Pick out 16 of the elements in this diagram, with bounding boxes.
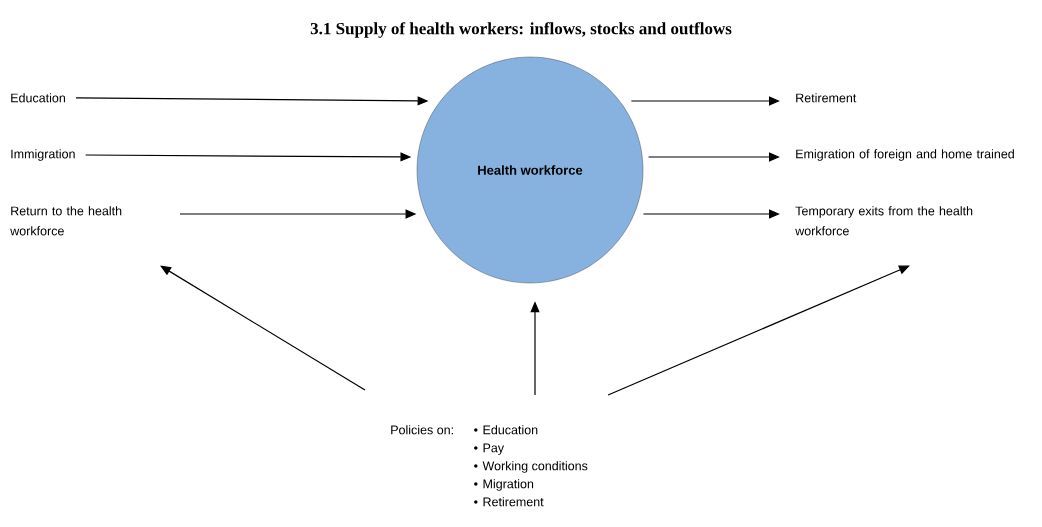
- flow-label: Retirement: [796, 93, 857, 103]
- flow-label: Emigration of foreign and home trained: [796, 149, 1014, 161]
- policy-list: Policies on: Education Pay Working conditions Migration Retirement: [391, 425, 588, 507]
- arrow: [607, 265, 910, 396]
- node-label: Policies on:: [391, 425, 453, 435]
- flow-label: Return to the health workforce: [10, 206, 122, 236]
- node-label: Migration: [483, 479, 534, 491]
- flow-label: Temporary exits from the health workforce: [795, 206, 973, 236]
- arrow: [160, 265, 366, 391]
- node-label: Working conditions: [482, 461, 588, 473]
- flow-label: Immigration: [11, 149, 75, 161]
- node-label: Education: [483, 425, 538, 435]
- node-label: Pay: [483, 443, 505, 455]
- flow-label: Education: [11, 93, 65, 103]
- title: 3.1 Supply of health workers: inflows, stocks and outflows: [310, 22, 732, 38]
- node-label: Retirement: [483, 497, 544, 507]
